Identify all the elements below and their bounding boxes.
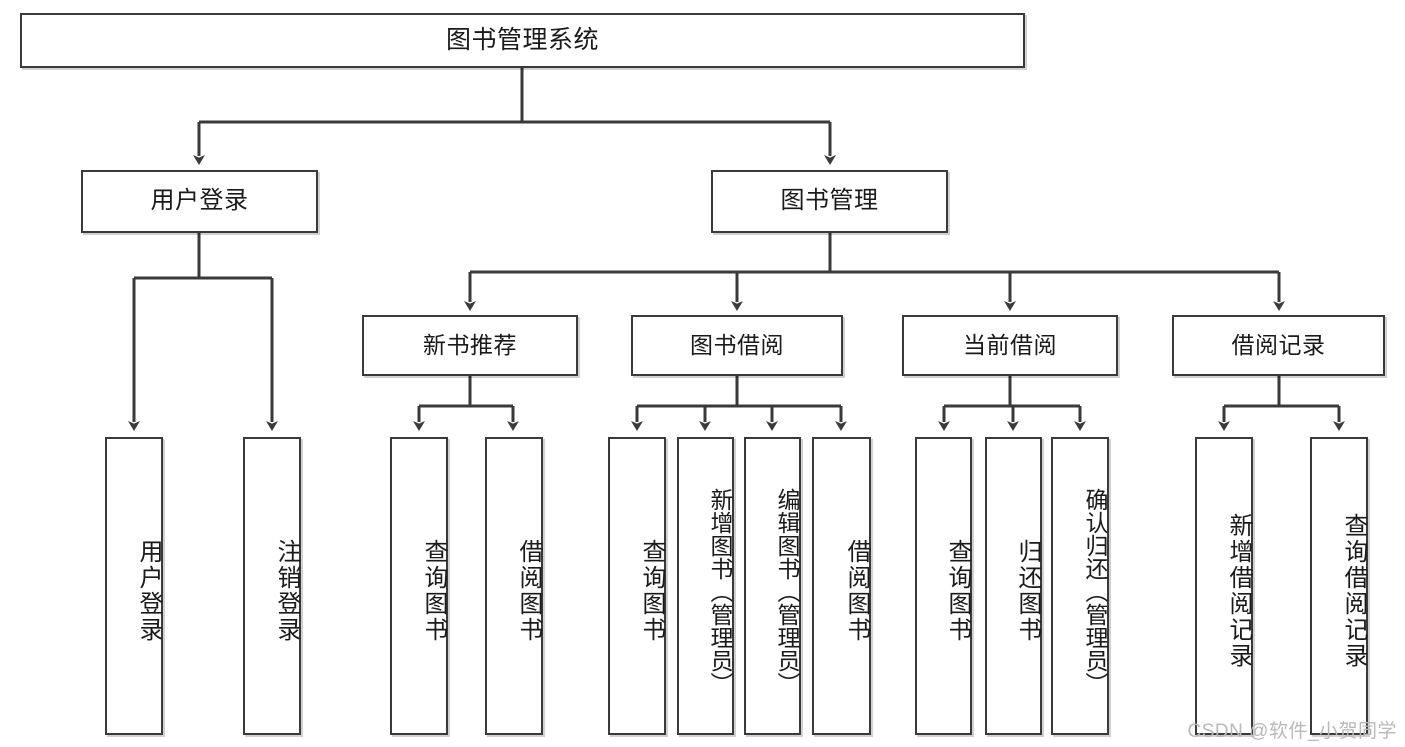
csdn-watermark: CSDN @软件_小贺同学 bbox=[1187, 721, 1397, 742]
node-label: 借阅图书 bbox=[843, 539, 870, 643]
leaf-user-login[interactable]: 用户登录 bbox=[105, 437, 163, 735]
node-label: 查询图书 bbox=[944, 539, 971, 643]
node-label: 确认归还（管理员） bbox=[1082, 487, 1108, 695]
node-label: 编辑图书（管理员） bbox=[774, 487, 800, 695]
node-label: 查询借阅记录 bbox=[1340, 513, 1367, 669]
leaf-return-books[interactable]: 归还图书 bbox=[985, 437, 1042, 735]
node-root-book-management-system[interactable]: 图书管理系统 bbox=[20, 13, 1025, 68]
node-book-borrowing[interactable]: 图书借阅 bbox=[631, 315, 843, 376]
leaf-borrow-books-recommendation[interactable]: 借阅图书 bbox=[485, 437, 543, 735]
leaf-add-borrowing-record[interactable]: 新增借阅记录 bbox=[1195, 437, 1253, 735]
node-label: 新增图书（管理员） bbox=[707, 487, 733, 695]
leaf-edit-book-admin[interactable]: 编辑图书（管理员） bbox=[744, 437, 801, 735]
leaf-borrow-books-borrowing[interactable]: 借阅图书 bbox=[812, 437, 871, 735]
node-label: 借阅记录 bbox=[1231, 331, 1326, 358]
node-label: 图书借阅 bbox=[690, 331, 784, 358]
leaf-query-books-current[interactable]: 查询图书 bbox=[915, 437, 972, 735]
node-current-borrowing[interactable]: 当前借阅 bbox=[902, 315, 1118, 376]
node-user-login[interactable]: 用户登录 bbox=[81, 170, 318, 233]
node-book-management[interactable]: 图书管理 bbox=[711, 170, 948, 233]
node-label: 查询图书 bbox=[420, 539, 447, 643]
node-label: 借阅图书 bbox=[515, 539, 542, 643]
leaf-query-books-borrowing[interactable]: 查询图书 bbox=[608, 437, 666, 735]
node-label: 图书管理 bbox=[780, 187, 879, 215]
node-label: 新书推荐 bbox=[423, 331, 517, 358]
leaf-confirm-return-admin[interactable]: 确认归还（管理员） bbox=[1051, 437, 1109, 735]
node-label: 用户登录 bbox=[150, 187, 249, 215]
leaf-logout[interactable]: 注销登录 bbox=[243, 437, 301, 735]
leaf-add-book-admin[interactable]: 新增图书（管理员） bbox=[677, 437, 734, 735]
node-label: 用户登录 bbox=[135, 539, 162, 643]
node-label: 新增借阅记录 bbox=[1225, 513, 1252, 669]
leaf-query-borrowing-record[interactable]: 查询借阅记录 bbox=[1310, 437, 1368, 735]
node-borrowing-records[interactable]: 借阅记录 bbox=[1172, 315, 1385, 376]
node-new-book-recommendation[interactable]: 新书推荐 bbox=[362, 315, 578, 376]
node-label: 注销登录 bbox=[273, 539, 300, 643]
node-label: 当前借阅 bbox=[963, 331, 1057, 358]
node-label: 归还图书 bbox=[1014, 539, 1041, 643]
leaf-query-books-recommendation[interactable]: 查询图书 bbox=[390, 437, 448, 735]
node-label: 图书管理系统 bbox=[445, 25, 599, 54]
node-label: 查询图书 bbox=[638, 539, 665, 643]
